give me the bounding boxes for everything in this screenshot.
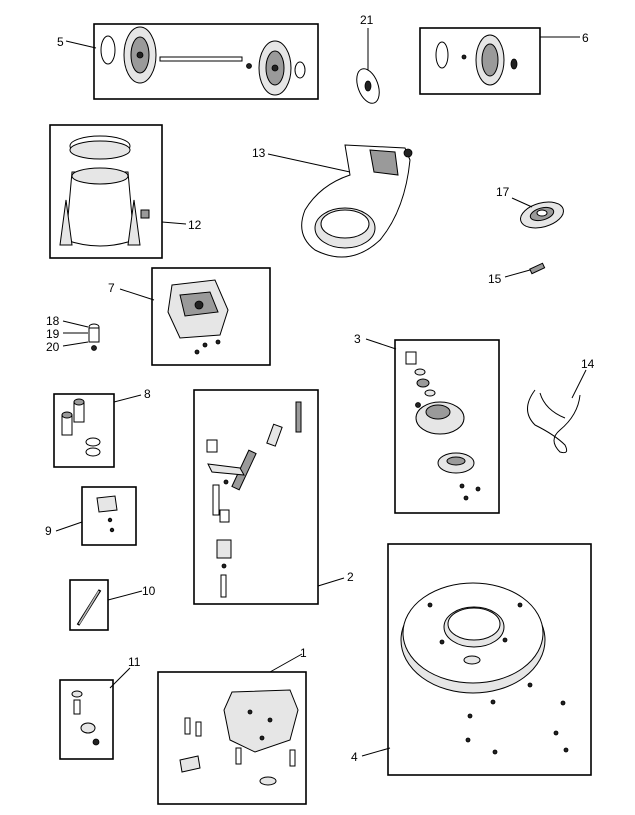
- wheel-assembly: [419, 27, 541, 95]
- callout-12: 12: [188, 218, 202, 232]
- motor-assembly: [151, 267, 271, 366]
- capacitor-parts-18-20: [88, 323, 100, 351]
- callout-8: 8: [144, 387, 151, 401]
- callout-19: 19: [46, 327, 60, 341]
- box-2: [193, 389, 319, 605]
- bushing-assembly: [59, 679, 114, 760]
- box-6: [419, 27, 541, 95]
- strap-part-14: [527, 389, 581, 454]
- screw-part-15: [529, 262, 546, 275]
- switch-assembly: [81, 486, 137, 546]
- box-11: [59, 679, 114, 760]
- motor-hood-assembly: [49, 124, 163, 259]
- handle-rod-assembly: [69, 579, 109, 631]
- bearing-plate-part-17: [520, 201, 564, 229]
- callout-20: 20: [46, 340, 60, 354]
- callout-2: 2: [347, 570, 354, 584]
- brush-holder-assembly: [53, 393, 115, 468]
- box-5: [93, 23, 319, 100]
- box-10: [69, 579, 109, 631]
- gear-assembly: [394, 339, 500, 514]
- callout-1: 1: [300, 646, 307, 660]
- callout-3: 3: [354, 332, 361, 346]
- callout-labels: 1 2 3 4 5 6 7 8 9 10 11 12 13 14 15 17 1…: [45, 13, 595, 764]
- box-9: [81, 486, 137, 546]
- callout-11: 11: [128, 655, 141, 669]
- box-4: [387, 543, 592, 776]
- leader-lines: [55, 28, 587, 757]
- base-plate-assembly: [157, 671, 307, 805]
- box-1: [157, 671, 307, 805]
- callout-17: 17: [496, 185, 510, 199]
- box-12: [49, 124, 163, 259]
- callout-13: 13: [252, 146, 266, 160]
- callout-10: 10: [142, 584, 156, 598]
- box-3: [394, 339, 500, 514]
- wheel-axle-assembly: [93, 23, 319, 100]
- callout-9: 9: [45, 524, 52, 538]
- washer-part-21: [356, 68, 380, 104]
- linkage-assembly: [193, 389, 319, 605]
- callout-15: 15: [488, 272, 502, 286]
- pad-driver-assembly: [387, 543, 592, 776]
- callout-6: 6: [582, 31, 589, 45]
- callout-7: 7: [108, 281, 115, 295]
- callout-21: 21: [360, 13, 374, 27]
- housing-part-13: [301, 144, 413, 258]
- callout-14: 14: [581, 357, 595, 371]
- box-8: [53, 393, 115, 468]
- callout-4: 4: [351, 750, 358, 764]
- callout-18: 18: [46, 314, 60, 328]
- callout-5: 5: [57, 35, 64, 49]
- box-7: [151, 267, 271, 366]
